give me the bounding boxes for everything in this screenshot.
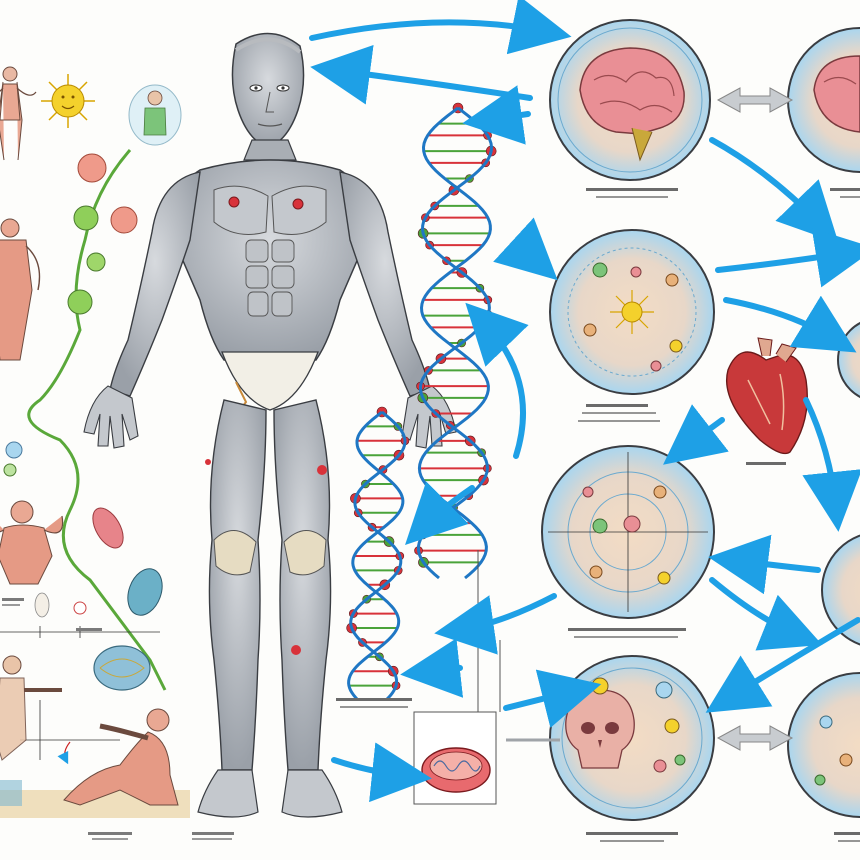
gray-double-arrow <box>716 725 794 751</box>
dna-fragment-icon <box>346 406 410 702</box>
caption-mark <box>192 838 232 840</box>
brain-icon <box>813 55 860 133</box>
gray-double-arrow <box>716 87 794 113</box>
arrow-icon <box>715 228 860 288</box>
arrow-icon <box>309 0 572 55</box>
arrow-icon <box>310 44 533 105</box>
caption-mark <box>838 840 860 842</box>
cell-icon <box>837 321 860 399</box>
mitochondrion-inset <box>413 550 501 805</box>
brain-cell-icon <box>549 19 711 181</box>
arrow-icon <box>503 669 602 728</box>
arrow-icon <box>709 137 839 244</box>
cell-icon <box>549 229 715 395</box>
caption-mark <box>340 706 408 708</box>
stretching-figure-icon <box>0 655 62 806</box>
caption-mark <box>586 832 678 835</box>
sun-icon <box>41 74 95 128</box>
brain-icon <box>579 47 685 135</box>
caption-group <box>336 188 860 842</box>
caption-mark <box>88 832 132 835</box>
caption-mark <box>840 196 860 198</box>
caption-mark <box>76 628 102 631</box>
caption-mark <box>586 188 678 191</box>
timeline-sketch <box>0 626 160 765</box>
caption-mark <box>746 462 786 465</box>
caption-mark <box>578 420 660 422</box>
arrow-icon <box>705 617 860 713</box>
caption-mark <box>192 832 234 835</box>
caption-mark <box>586 404 648 407</box>
caption-mark <box>2 604 20 606</box>
caption-mark <box>834 832 860 835</box>
arrow-icon <box>802 397 860 532</box>
arrow-icon <box>723 295 857 353</box>
arrow-icon <box>331 742 432 803</box>
caption-mark <box>600 840 664 842</box>
caption-mark <box>830 188 860 191</box>
flow-arrows <box>309 0 860 803</box>
bubble-figure-icon <box>128 84 182 146</box>
caption-mark <box>568 628 686 631</box>
arrow-icon <box>434 593 557 655</box>
skull-cell-icon <box>549 655 715 821</box>
mitochondrion-icon <box>421 747 491 793</box>
organ-sketches <box>34 507 163 691</box>
caption-mark <box>582 412 656 414</box>
cell-icon <box>821 534 860 646</box>
arrow-icon <box>493 217 558 281</box>
arrow-icon <box>709 577 823 651</box>
arrow-icon <box>465 302 529 459</box>
arrow-icon <box>663 404 729 465</box>
caption-mark <box>92 838 128 840</box>
arrow-icon <box>462 85 531 145</box>
caption-mark <box>2 598 24 601</box>
muscular-figure-icon <box>0 218 41 361</box>
heart-icon <box>726 337 808 455</box>
vine-icon <box>3 149 167 691</box>
helix-strand-b <box>347 410 405 702</box>
sitting-man-icon <box>0 708 190 818</box>
arrow-icon <box>405 481 475 545</box>
caption-mark <box>596 196 668 198</box>
cell-icon <box>541 445 715 619</box>
dna-helix-icon <box>414 102 497 580</box>
cell-icon <box>787 672 860 818</box>
flexing-man-icon <box>0 500 64 585</box>
caption-mark <box>574 636 678 638</box>
small-figure-icon <box>0 66 37 161</box>
human-body-icon <box>83 32 457 818</box>
left-vignettes <box>0 66 234 840</box>
arrow-icon <box>708 534 821 595</box>
arrow-icon <box>400 638 464 698</box>
brain-cell-icon <box>787 27 860 173</box>
caption-mark <box>336 698 412 701</box>
